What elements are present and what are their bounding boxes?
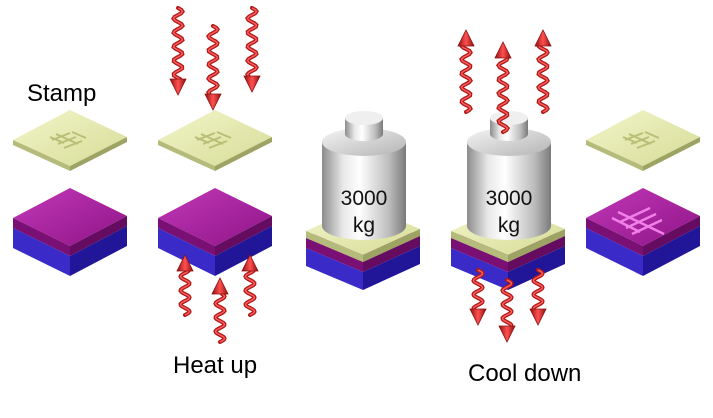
substrate-2 [158,188,272,276]
substrate-5-imprinted [586,188,700,276]
stamp-5 [586,110,700,171]
heat-arrow-up-6 [241,254,259,317]
heat-arrow-up-4 [176,254,194,317]
weight-1-unit: kg [353,214,375,237]
stamp-2 [158,110,272,171]
heat-arrow-down-3 [243,6,261,93]
stamp-label: Stamp [27,80,97,107]
heat-arrows [169,6,552,344]
cool-arrow-up-3 [534,29,552,114]
cool-arrow-up-2 [494,41,512,134]
cool-down-label: Cool down [468,360,582,387]
cool-arrow-down-5 [498,278,516,343]
cool-arrow-up-1 [457,29,475,114]
heat-arrow-up-5 [211,277,229,344]
cool-arrow-down-4 [469,268,487,326]
heat-arrow-down-1 [169,6,187,96]
heat-arrow-down-2 [204,24,222,111]
weight-1-mass: 3000 [341,187,388,210]
cool-arrow-down-6 [529,268,547,326]
press-stack-1 [306,111,420,290]
weight-2-unit: kg [498,214,520,237]
weight-2-mass: 3000 [486,187,533,210]
substrate-1 [13,188,127,276]
heat-up-label: Heat up [173,352,258,379]
stamp-1 [13,110,127,171]
